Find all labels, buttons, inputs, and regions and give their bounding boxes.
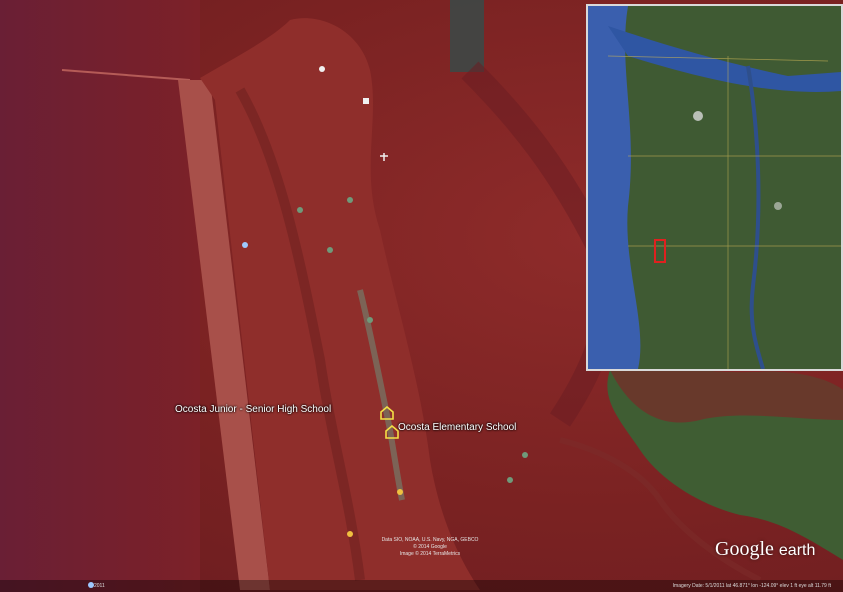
tidal-flat: [559, 437, 762, 583]
coordinate-readout: Imagery Date: 5/1/2011 lat 46.871° lon -…: [672, 583, 831, 589]
junior-senior-high-label: Ocosta Junior - Senior High School: [175, 404, 332, 415]
forest-shoreline: [610, 366, 843, 423]
parcel: [367, 317, 373, 323]
inset-ocean: [588, 6, 641, 369]
house-outline-icon[interactable]: [385, 424, 399, 439]
inset-peak: [693, 111, 703, 121]
attribution-line: Data SIO, NOAA, U.S. Navy, NGA, GEBCO: [381, 537, 479, 543]
historical-year[interactable]: 2011: [94, 583, 105, 589]
attribution-line: Image © 2014 TerraMetrics: [399, 551, 461, 557]
inset-locator-map[interactable]: [586, 4, 843, 371]
google-earth-logo: Google earth: [715, 538, 815, 561]
inset-strait: [608, 26, 841, 92]
parcel: [297, 207, 303, 213]
cross-marker-icon[interactable]: [380, 148, 388, 161]
parcel: [507, 477, 513, 483]
inset-imagery: [588, 6, 841, 369]
poi-marker-icon[interactable]: [362, 92, 370, 104]
poi-marker-icon[interactable]: [318, 60, 326, 72]
poi-marker-icon[interactable]: [346, 525, 354, 537]
red-rectangle-icon: [654, 239, 666, 263]
poi-marker-icon[interactable]: [241, 236, 249, 248]
channel-water: [450, 0, 484, 72]
logo-brand: Google: [715, 538, 774, 560]
inset-river: [746, 65, 765, 369]
jetty: [61, 69, 191, 81]
inset-peak: [774, 202, 782, 210]
attribution: Data SIO, NOAA, U.S. Navy, NGA, GEBCO © …: [330, 537, 530, 558]
ocean-area: [0, 0, 200, 592]
house-outline-icon[interactable]: [380, 405, 394, 420]
beach-strip: [178, 80, 270, 590]
parcel: [522, 452, 528, 458]
logo-product: earth: [778, 542, 816, 559]
elementary-school-label: Ocosta Elementary School: [398, 422, 517, 433]
peninsula-texture: [235, 87, 365, 581]
location-pin-icon: [88, 582, 94, 588]
vegetation-strip: [357, 289, 405, 501]
poi-marker-icon[interactable]: [396, 483, 404, 495]
status-bar: 2011 Imagery Date: 5/1/2011 lat 46.871° …: [0, 580, 843, 592]
inset-boundaries: [607, 55, 841, 369]
parcel: [347, 197, 353, 203]
parcel: [327, 247, 333, 253]
attribution-line: © 2014 Google: [413, 544, 447, 550]
